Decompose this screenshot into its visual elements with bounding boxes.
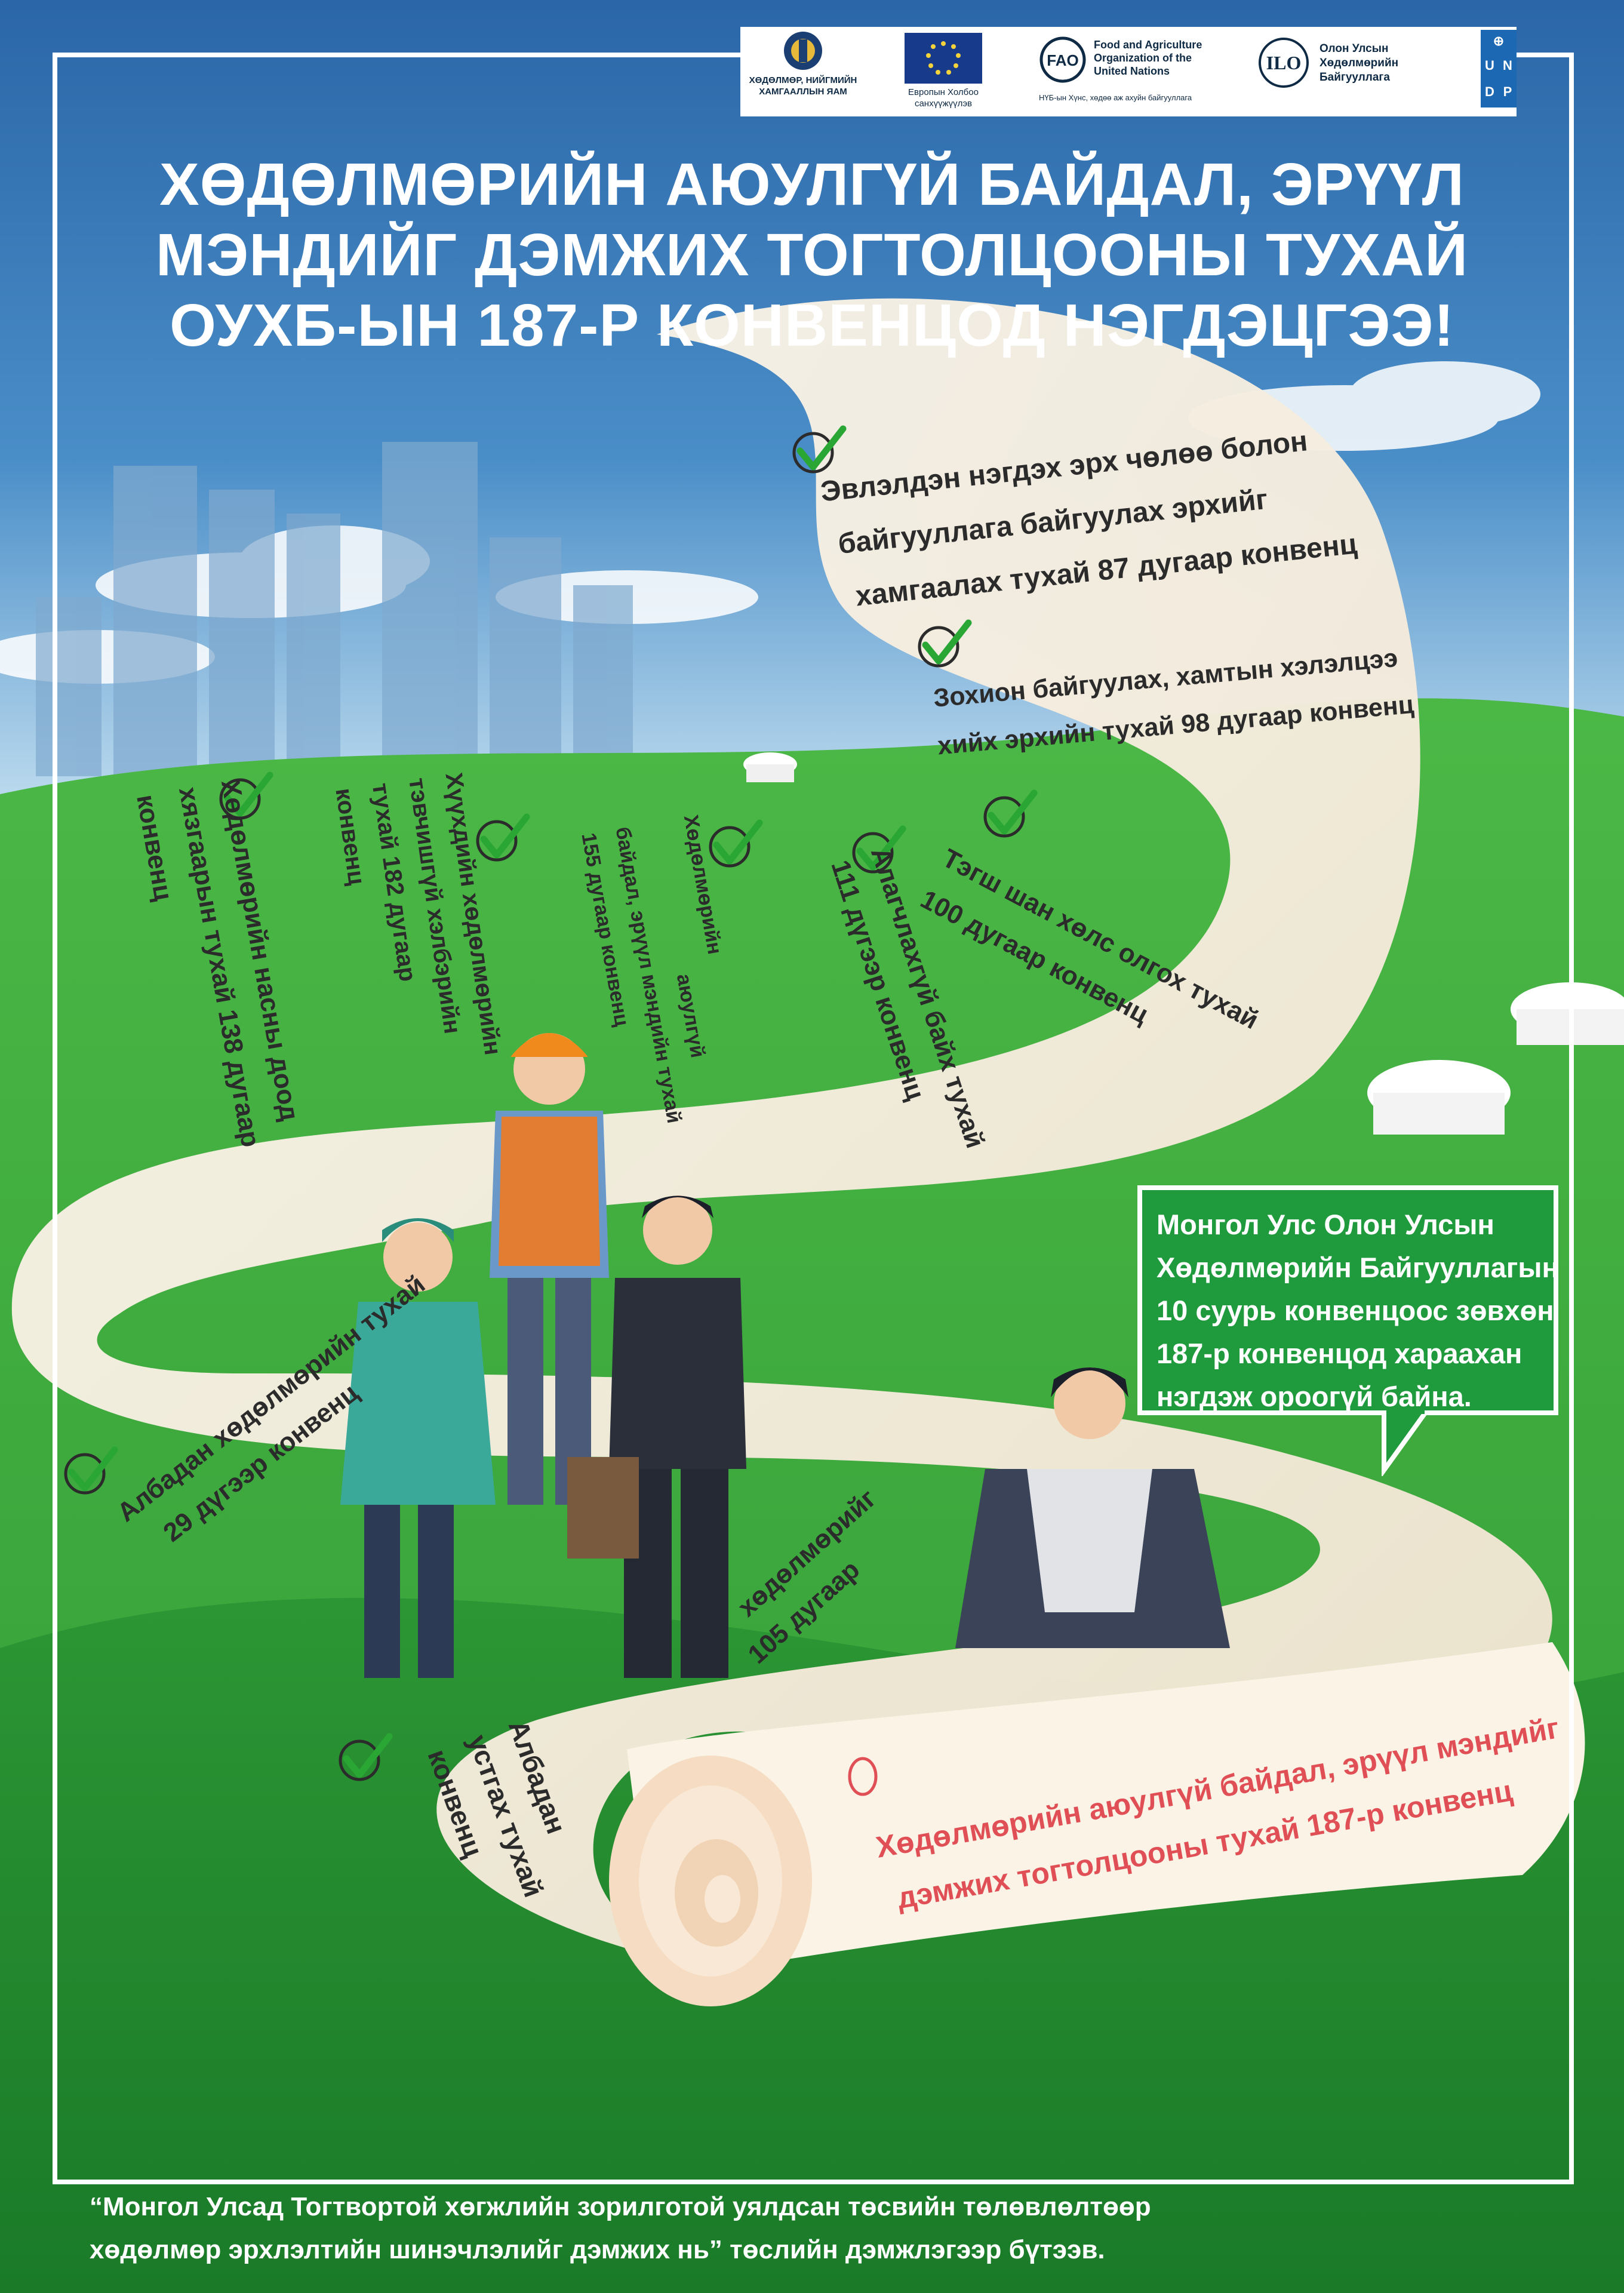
bubble-line-1: Монгол Улс Олон Улсын (1157, 1209, 1494, 1240)
ilo-logo-icon: ILO (1259, 38, 1309, 88)
undp-logo-icon: ⊕ U N D P (1481, 30, 1517, 107)
footer-line-2: хөдөлмөр эрхлэлтийн шинэчлэлийг дэмжих н… (90, 2235, 1105, 2264)
checkmark-icon (219, 771, 273, 820)
title-line-2: МЭНДИЙГ ДЭМЖИХ ТОГТОЛЦООНЫ ТУХАЙ (155, 222, 1469, 288)
ilo-line-3: Байгууллага (1320, 71, 1390, 84)
fao-subtitle: НҮБ-ын Хүнс, хөдөө аж ахуйн байгууллага (1039, 93, 1192, 102)
footer-credit: “Монгол Улсад Тогтвортой хөгжлийн зорилг… (90, 2186, 1522, 2272)
checkmark-icon (709, 819, 763, 868)
fao-line-2: Organization of the (1094, 52, 1192, 64)
eu-logo: Европын Холбоо санхүүжүүлэв (899, 33, 988, 113)
ilo-line-2: Хөдөлмөрийн (1320, 57, 1399, 69)
bubble-line-4: 187-р конвенцод хараахан (1157, 1338, 1522, 1369)
fao-logo-icon: FAO (1039, 36, 1086, 83)
logo-bar (740, 27, 1517, 116)
undp-letter-u: U (1485, 58, 1494, 73)
bubble-line-2: Хөдөлмөрийн Байгууллагын (1157, 1252, 1559, 1283)
ilo-line-1: Олон Улсын (1320, 42, 1389, 55)
empty-circle-icon (848, 1757, 878, 1796)
svg-text:ILO: ILO (1266, 52, 1302, 73)
title-line-1: ХӨДӨЛМӨРИЙН АЮУЛГҮЙ БАЙДАЛ, ЭРҮҮЛ (159, 151, 1465, 218)
people-illustration (340, 1033, 1230, 1678)
bubble-line-3: 10 суурь конвенцоос зөвхөн (1157, 1295, 1554, 1326)
title-line-3: ОУХБ-ЫН 187-Р КОНВЕНЦОД НЭГДЭЦГЭЭ! (170, 292, 1454, 359)
checkmark-icon (792, 425, 847, 474)
undp-letter-p: P (1503, 84, 1512, 99)
ministry-emblem-icon (784, 32, 822, 70)
undp-letter-n: N (1503, 58, 1512, 73)
fao-line-3: United Nations (1094, 65, 1170, 77)
eu-flag-icon (905, 33, 982, 84)
bubble-tail (1382, 1410, 1430, 1476)
ministry-name: ХӨДӨЛМӨР, НИЙГМИЙН ХАМГААЛЛЫН ЯАМ (749, 75, 857, 97)
ilo-logo: ILO Олон Улсын Хөдөлмөрийн Байгууллага (1257, 36, 1412, 102)
footer-line-1: “Монгол Улсад Тогтвортой хөгжлийн зорилг… (90, 2192, 1151, 2221)
ministry-logo: ХӨДӨЛМӨР, НИЙГМИЙН ХАМГААЛЛЫН ЯАМ (743, 30, 863, 113)
checkmark-icon (983, 789, 1038, 838)
fao-logo: FAO Food and Agriculture Organization of… (1039, 36, 1230, 110)
checkmark-icon (918, 619, 972, 668)
checkmark-icon (852, 825, 906, 874)
checkmark-icon (339, 1733, 393, 1781)
fao-line-1: Food and Agriculture (1094, 39, 1202, 51)
undp-letter-d: D (1485, 84, 1494, 99)
eu-caption: Европын Холбоо санхүүжүүлэв (908, 87, 979, 109)
info-speech-bubble: Монгол Улс Олон Улсын Хөдөлмөрийн Байгуу… (1137, 1185, 1559, 1415)
checkmark-icon (64, 1446, 118, 1495)
svg-text:FAO: FAO (1047, 51, 1078, 69)
bubble-line-5: нэгдэж ороогүй байна. (1157, 1381, 1472, 1412)
checkmark-icon (476, 813, 530, 862)
poster-title: ХӨДӨЛМӨРИЙН АЮУЛГҮЙ БАЙДАЛ, ЭРҮҮЛ МЭНДИЙ… (119, 149, 1505, 361)
